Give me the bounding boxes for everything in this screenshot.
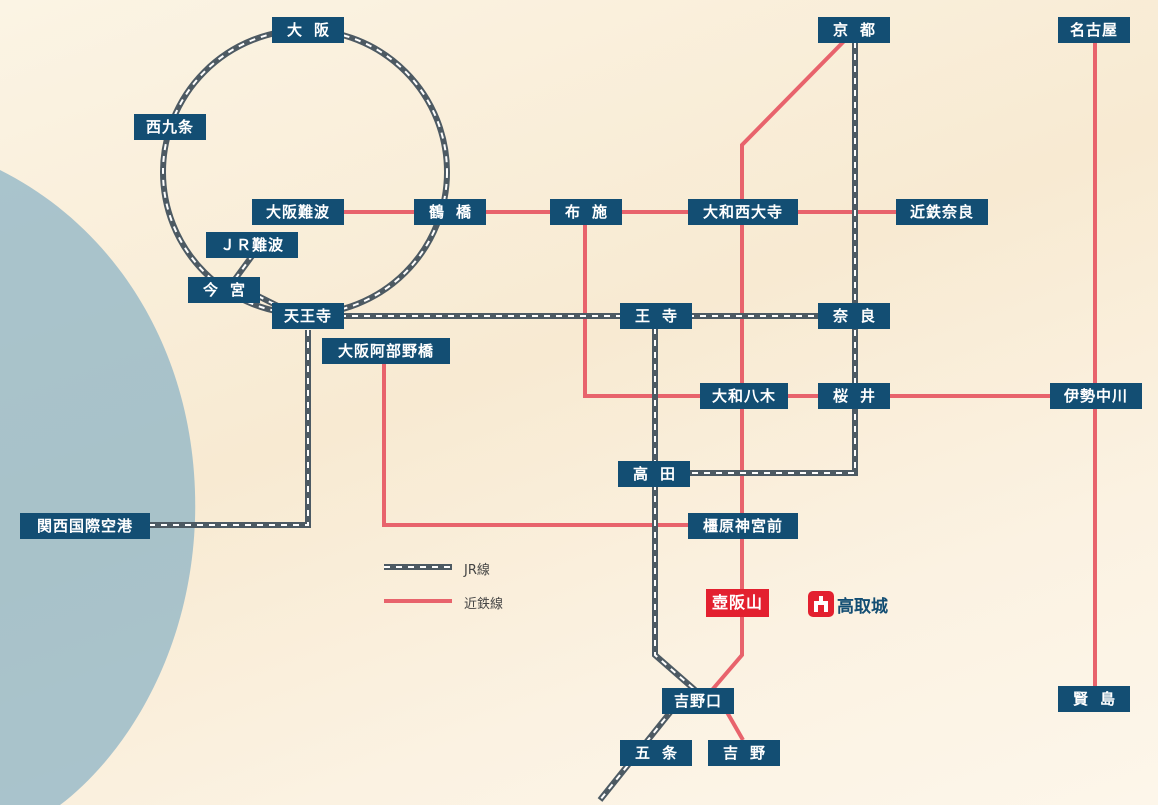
background-blob [0,170,196,805]
station-imamiya[interactable]: 今宮 [188,277,260,303]
castle-icon [808,591,834,617]
station-kansai-airport[interactable]: 関西国際空港 [20,513,150,539]
highlight-station-tsubosakayama[interactable]: 壺阪山 [706,589,770,617]
station-gojo[interactable]: 五条 [620,740,692,766]
station-nishikujo[interactable]: 西九条 [134,114,206,140]
station-kintetsu-nara[interactable]: 近鉄奈良 [896,199,988,225]
station-tennoji[interactable]: 天王寺 [272,303,344,329]
station-kyoto[interactable]: 京都 [818,17,890,43]
station-osaka-namba[interactable]: 大阪難波 [252,199,344,225]
legend-jr-label: JR線 [464,563,490,578]
station-kashikojima[interactable]: 賢島 [1058,686,1130,712]
station-ise-nakagawa[interactable]: 伊勢中川 [1050,383,1142,409]
station-nara[interactable]: 奈良 [818,303,890,329]
station-sakurai[interactable]: 桜井 [818,383,890,409]
station-osaka[interactable]: 大阪 [272,17,344,43]
legend-kintetsu-label: 近鉄線 [464,597,504,612]
station-jr-namba[interactable]: ＪＲ難波 [206,232,298,258]
jr-lines [150,27,858,802]
station-yoshino[interactable]: 吉野 [708,740,780,766]
station-yoshinoguchi[interactable]: 吉野口 [662,688,734,714]
station-takada[interactable]: 高田 [618,461,690,487]
station-oji[interactable]: 王寺 [620,303,692,329]
station-fuse[interactable]: 布施 [550,199,622,225]
station-tsuruhashi[interactable]: 鶴橋 [414,199,486,225]
station-nagoya[interactable]: 名古屋 [1058,17,1130,43]
station-yamato-yagi[interactable]: 大和八木 [700,383,788,409]
castle-label[interactable]: 高取城 [837,597,888,617]
station-osaka-abenobashi[interactable]: 大阪阿部野橋 [322,338,450,364]
station-kashiharajingumae[interactable]: 橿原神宮前 [688,513,798,539]
station-yamato-saidaiji[interactable]: 大和西大寺 [688,199,798,225]
